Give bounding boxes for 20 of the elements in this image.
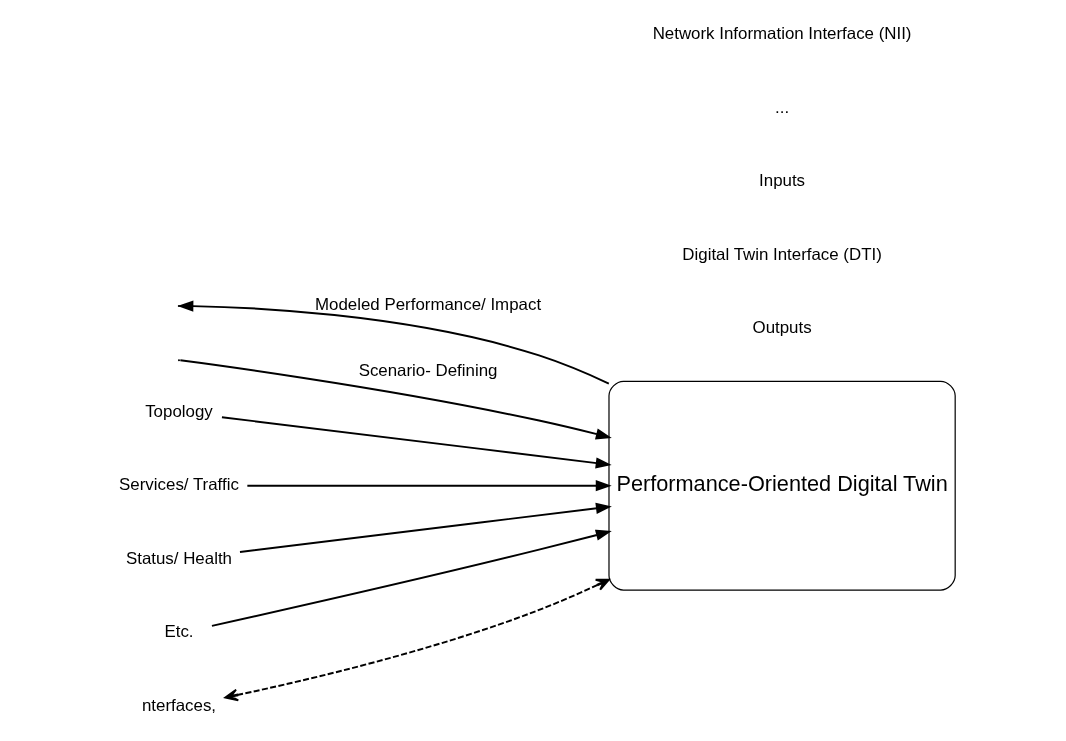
arrow: [220, 416, 612, 469]
arrow: [177, 300, 610, 385]
label: Outputs: [752, 318, 812, 338]
edge-label: Scenario- Defining: [358, 361, 498, 381]
node-text: Etc.: [164, 622, 194, 642]
arrow: [179, 359, 612, 440]
label: Inputs: [759, 171, 806, 191]
arrow: [246, 480, 612, 492]
label: Digital Twin Interface (DTI): [682, 244, 882, 264]
arrow: [210, 529, 612, 627]
arrow: [239, 502, 612, 553]
node-box: Performance-Oriented Digital Twin: [608, 380, 956, 591]
edge-label: Modeled Performance/ Impact: [315, 294, 542, 314]
arrow: [224, 578, 610, 702]
node-text: Topology: [145, 401, 213, 421]
label: ...: [775, 97, 790, 117]
node-text: Status/ Health: [125, 548, 232, 568]
label: Network Information Interface (NII): [652, 24, 912, 44]
node-text: Services/ Traffic: [119, 475, 239, 495]
node-text: nterfaces,: [141, 695, 217, 715]
